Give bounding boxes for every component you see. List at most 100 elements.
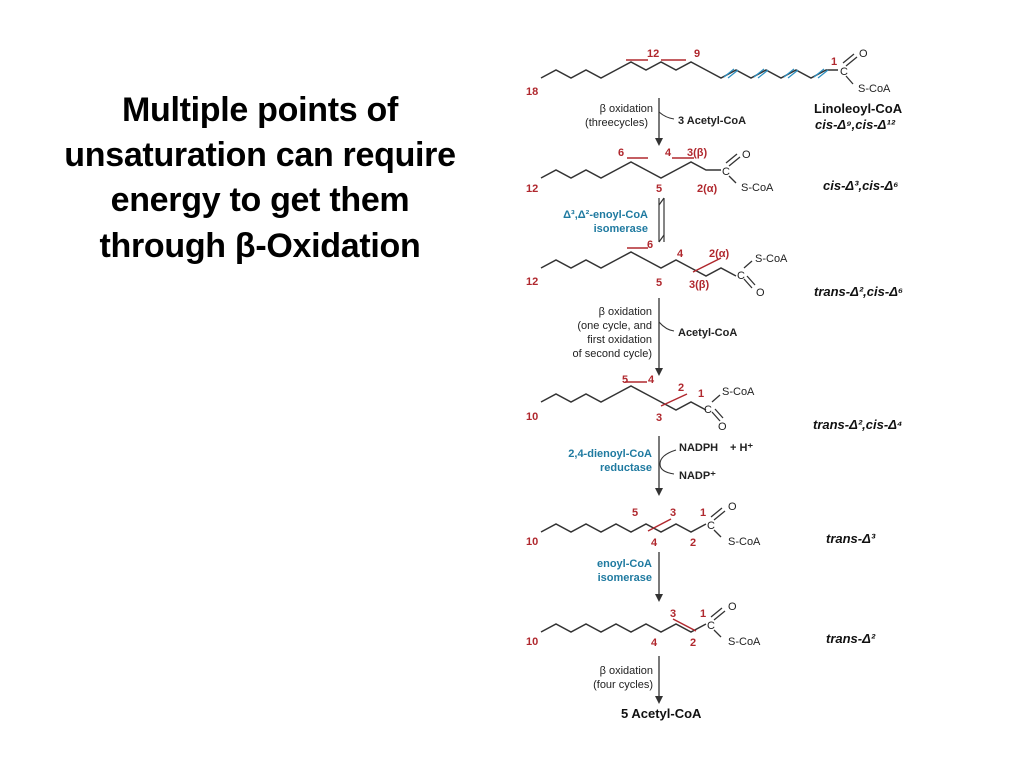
- step3-product: Acetyl-CoA: [678, 327, 737, 339]
- carbon-label-6: 6: [618, 147, 624, 159]
- coa-group: S-CoA: [755, 253, 788, 265]
- carbon-label-12: 12: [647, 48, 659, 60]
- compound-notation-2: cis-Δ³,cis-Δ⁶: [823, 178, 898, 193]
- carbonyl-carbon: C: [707, 620, 715, 632]
- carbonyl-bond-2: [710, 507, 723, 518]
- carbonyl-bond-2: [746, 275, 756, 286]
- carbon-label-12: 12: [526, 276, 538, 288]
- carbonyl-bond-1: [743, 278, 753, 289]
- carbonyl-bond-1: [713, 610, 726, 621]
- thioester-bond: [713, 529, 722, 538]
- thioester-bond: [711, 394, 721, 403]
- compound-name-linoleoyl-coa: Linoleoyl-CoA cis-Δ⁹,cis-Δ¹²: [814, 101, 903, 132]
- chain-bonds: [540, 61, 838, 79]
- molecule-trans-d2-cis-d6: C O S-CoA 6 4 2(α) 5 3(β) 12: [526, 239, 788, 299]
- compound-notation-6: trans-Δ²: [826, 631, 876, 646]
- step3-label-1: β oxidation: [599, 306, 652, 318]
- coa-group: S-CoA: [741, 182, 774, 194]
- compound-name: Linoleoyl-CoA: [814, 101, 903, 116]
- carbon-label-3: 3: [670, 507, 676, 519]
- carbon-label-4: 4: [648, 374, 655, 386]
- carbon-label-4: 4: [651, 637, 658, 649]
- carbonyl-oxygen: O: [859, 48, 868, 60]
- double-bond-c3: [647, 518, 672, 532]
- compound-notation-1: cis-Δ⁹,cis-Δ¹²: [815, 117, 896, 132]
- carbon-label-1: 1: [831, 56, 837, 68]
- carbon-label-18: 18: [526, 86, 538, 98]
- thioester-bond: [713, 629, 722, 638]
- slide-title: Multiple points of unsaturation can requ…: [10, 88, 510, 269]
- title-line-1: Multiple points of: [122, 91, 398, 129]
- equilibrium-head-reverse: [658, 197, 665, 206]
- final-product: 5 Acetyl-CoA: [621, 706, 702, 721]
- step5-enzyme-1: enoyl-CoA: [597, 558, 652, 570]
- coa-group: S-CoA: [728, 536, 761, 548]
- carbon-label-2: 2: [678, 382, 684, 394]
- byproduct-arrow-3: [658, 321, 675, 332]
- carbonyl-bond-1: [713, 510, 726, 521]
- title-line-3: energy to get them: [110, 181, 410, 220]
- carbon-label-1: 1: [698, 388, 704, 400]
- carbonyl-bond-1: [845, 56, 858, 67]
- compound-notation-4: trans-Δ²,cis-Δ⁴: [813, 417, 902, 432]
- carbon-label-5: 5: [622, 374, 628, 386]
- carbonyl-carbon: C: [707, 520, 715, 532]
- step3-label-2: (one cycle, and: [577, 320, 652, 332]
- carbon-label-9: 9: [694, 48, 700, 60]
- carbon-label-1: 1: [700, 608, 706, 620]
- carbonyl-carbon: C: [722, 166, 730, 178]
- carbonyl-bond-2: [710, 607, 723, 618]
- thioester-bond: [743, 260, 753, 269]
- step-enoyl-coa-isomerase-2: enoyl-CoA isomerase: [597, 552, 663, 602]
- compound-notation-5: trans-Δ³: [826, 531, 876, 546]
- chain-bonds: [540, 251, 737, 277]
- carbon-label-12: 12: [526, 183, 538, 195]
- molecule-trans-d2: C O S-CoA 3 1 4 2 10: [526, 601, 761, 649]
- carbonyl-bond-1: [711, 411, 721, 422]
- step5-enzyme-2: isomerase: [598, 572, 652, 584]
- carbon-label-10: 10: [526, 636, 538, 648]
- carbon-label-5: 5: [656, 277, 662, 289]
- carbon-label-10: 10: [526, 411, 538, 423]
- carbonyl-bond-2: [725, 153, 738, 164]
- coa-group: S-CoA: [858, 83, 891, 95]
- double-bond-c2: [692, 257, 722, 273]
- carbonyl-bond-2: [714, 408, 724, 419]
- carbonyl-oxygen: O: [718, 421, 727, 433]
- chain-bonds: [540, 523, 707, 533]
- carbonyl-oxygen: O: [728, 601, 737, 613]
- title-line-2: unsaturation can require: [64, 136, 456, 175]
- carbon-label-4: 4: [665, 147, 672, 159]
- carbonyl-oxygen: O: [742, 149, 751, 161]
- molecule-trans-d2-cis-d4: C O S-CoA 5 4 2 3 1 10: [526, 374, 755, 433]
- step1-label-1: β oxidation: [600, 103, 653, 115]
- step-beta-oxidation-one-cycle: β oxidation (one cycle, and first oxidat…: [573, 298, 737, 376]
- chain-bonds: [540, 385, 707, 411]
- step-dienoyl-coa-reductase: 2,4-dienoyl-CoA reductase NADPH + H⁺ NAD…: [568, 436, 753, 496]
- molecule-trans-d3: C O S-CoA 5 3 1 4 2 10: [526, 501, 761, 549]
- coa-group: S-CoA: [728, 636, 761, 648]
- molecule-linoleoyl-coa: C O S-CoA 1 9 12 18: [526, 48, 891, 98]
- step2-enzyme-2: isomerase: [594, 223, 648, 235]
- carbon-label-6: 6: [647, 239, 653, 251]
- carbon-label-3: 3: [670, 608, 676, 620]
- coa-group: S-CoA: [722, 386, 755, 398]
- carbon-label-5: 5: [656, 183, 662, 195]
- compound-notation-3: trans-Δ²,cis-Δ⁶: [814, 284, 903, 299]
- step2-enzyme-1: Δ³,Δ²-enoyl-CoA: [563, 209, 648, 221]
- carbon-label-2: 2(α): [709, 248, 730, 260]
- step-enoyl-coa-isomerase: Δ³,Δ²-enoyl-CoA isomerase: [563, 197, 665, 243]
- step4-enzyme-1: 2,4-dienoyl-CoA: [568, 448, 652, 460]
- carbon-label-3: 3(β): [687, 147, 707, 159]
- chain-bonds: [540, 623, 707, 633]
- carbonyl-bond-2: [842, 53, 855, 64]
- cofactor-nadph: NADPH: [679, 442, 718, 454]
- linoleoyl-coa-oxidation-pathway: C O S-CoA 1 9 12 18 Linoleoyl-CoA cis-Δ⁹…: [526, 48, 903, 721]
- step6-label-1: β oxidation: [600, 665, 653, 677]
- cofactor-proton: + H⁺: [730, 442, 753, 454]
- step3-label-4: of second cycle): [573, 348, 652, 360]
- carbon-label-3: 3(β): [689, 279, 709, 291]
- byproduct-arrow-1: [658, 111, 675, 120]
- thioester-bond: [728, 175, 737, 184]
- step1-label-2: (threecycles): [585, 117, 648, 129]
